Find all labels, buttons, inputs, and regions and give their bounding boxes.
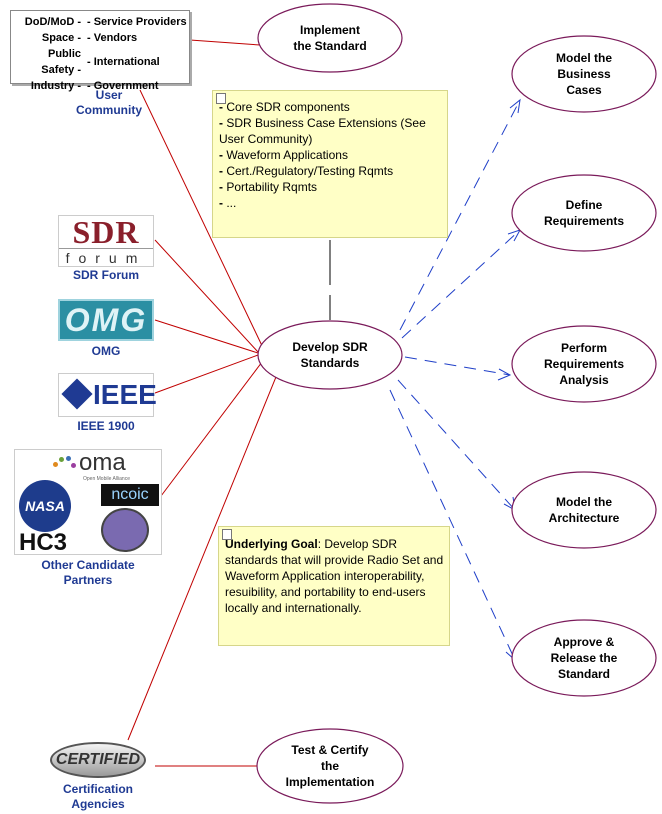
user-community-left: DoD/MoD - <box>24 16 81 28</box>
assoc-user-develop <box>139 89 266 353</box>
use-case-approve[interactable] <box>511 619 657 697</box>
oma-dots-icon <box>53 456 77 472</box>
use-case-test[interactable] <box>256 728 404 804</box>
assoc-user-implement <box>189 39 261 46</box>
omg-logo: OMG <box>58 299 154 341</box>
dep-requirements <box>401 229 521 339</box>
user-community-right: - Vendors <box>87 32 138 44</box>
use-case-label-model-business: Model the <box>556 51 612 65</box>
note-icon <box>216 93 226 104</box>
user-community-row: Public Safety - - International <box>13 46 187 78</box>
assoc-omg-develop <box>154 319 259 354</box>
use-case-label-perform-req: Analysis <box>559 373 609 387</box>
note-underlying-goal: Underlying Goal: Develop SDR standards t… <box>218 526 450 646</box>
note-list-item: SDR Business Case Extensions (See User C… <box>219 115 443 147</box>
use-case-label-implement: the Standard <box>293 39 366 53</box>
ieee-logo: IEEE <box>58 373 157 417</box>
user-community-right: - Service Providers <box>87 16 187 28</box>
user-community-right: - Government <box>87 80 159 92</box>
use-case-label-test: the <box>321 759 339 773</box>
use-case-label-define-req: Define <box>566 198 603 212</box>
partners-logo: oma Open Mobile Alliance NASA ncoic HC3 <box>14 449 162 556</box>
use-case-label-develop: Develop SDR <box>292 340 368 354</box>
use-case-model-business[interactable] <box>511 35 657 113</box>
oma-logo-subtext: Open Mobile Alliance <box>83 476 130 482</box>
note-list-item: Portability Rqmts <box>219 179 443 195</box>
note-standards-scope: Core SDR componentsSDR Business Case Ext… <box>212 90 448 238</box>
note-standards-list: Core SDR componentsSDR Business Case Ext… <box>219 99 443 211</box>
actor-other-partners[interactable]: Other Candidate Partners <box>41 558 135 587</box>
use-case-label-perform-req: Perform <box>561 341 607 355</box>
dep-business <box>399 99 521 331</box>
sdr-forum-logo-subtext: forum <box>59 248 153 267</box>
user-community-left: Space - <box>41 32 81 44</box>
use-case-label-develop: Standards <box>301 356 360 370</box>
use-case-label-approve: Approve & <box>554 635 615 649</box>
use-case-perform-req[interactable] <box>511 325 657 403</box>
note-goal-text: : Develop SDR standards that will provid… <box>225 537 444 615</box>
note-list-item: Core SDR components <box>219 99 443 115</box>
user-community-left: Public Safety - <box>41 48 81 76</box>
use-case-define-req[interactable] <box>511 174 657 252</box>
actor-sdr-forum[interactable]: SDR Forum <box>73 268 139 282</box>
user-community-row: Industry - - Government <box>13 78 187 94</box>
user-community-right: - International <box>87 56 160 68</box>
sdr-forum-logo-text: SDR <box>72 214 140 250</box>
ncoic-logo-text: ncoic <box>111 486 149 503</box>
use-case-model-arch[interactable] <box>511 471 657 549</box>
note-list-item: ... <box>219 195 443 211</box>
use-case-label-model-business: Business <box>557 67 611 81</box>
arrowhead-business <box>509 98 521 114</box>
omg-logo-text: OMG <box>64 302 148 338</box>
ieee-diamond-icon <box>61 378 93 410</box>
assoc-ieee-develop <box>154 354 259 394</box>
arrowhead-analysis <box>497 368 512 381</box>
note-icon <box>222 529 232 540</box>
user-community-row: DoD/MoD - - Service Providers <box>13 14 187 30</box>
oma-logo-text: oma <box>79 449 126 476</box>
use-case-label-implement: Implement <box>300 23 360 37</box>
use-case-label-model-arch: Architecture <box>549 511 620 525</box>
ieee-logo-text: IEEE <box>93 379 157 410</box>
use-case-develop[interactable] <box>257 320 403 390</box>
note-goal-bold: Underlying Goal <box>225 537 318 551</box>
use-case-label-model-business: Cases <box>566 83 602 97</box>
use-case-label-define-req: Requirements <box>544 214 624 228</box>
dep-approve <box>389 389 516 661</box>
use-case-label-perform-req: Requirements <box>544 357 624 371</box>
actor-user-community[interactable]: User Community <box>76 88 142 117</box>
certified-logo-text: CERTIFIED <box>55 751 141 768</box>
actor-omg[interactable]: OMG <box>91 344 121 358</box>
nasa-logo-text: NASA <box>25 498 65 514</box>
use-case-label-approve: Standard <box>558 667 610 681</box>
sdr-forum-logo: SDR forum <box>58 215 154 267</box>
seal-logo <box>101 508 149 552</box>
use-case-label-test: Implementation <box>286 775 375 789</box>
note-list-item: Cert./Regulatory/Testing Rqmts <box>219 163 443 179</box>
user-community-left: Industry - <box>30 80 81 92</box>
assoc-partners-develop <box>157 361 263 501</box>
use-case-implement[interactable] <box>257 3 403 73</box>
user-community-row: Space - - Vendors <box>13 30 187 46</box>
use-case-label-model-arch: Model the <box>556 495 612 509</box>
hc3-logo-text: HC3 <box>19 529 68 556</box>
actor-cert-agencies[interactable]: Certification Agencies <box>62 782 133 811</box>
certified-logo: CERTIFIED <box>50 742 146 778</box>
assoc-cert-develop <box>127 371 279 741</box>
nasa-logo: NASA <box>19 480 71 532</box>
ncoic-logo: ncoic <box>101 484 159 506</box>
actor-ieee[interactable]: IEEE 1900 <box>77 419 135 433</box>
use-case-label-test: Test & Certify <box>291 743 368 757</box>
note-list-item: Waveform Applications <box>219 147 443 163</box>
dep-analysis <box>404 356 511 376</box>
dep-architecture <box>397 379 516 511</box>
use-case-label-approve: Release the <box>551 651 618 665</box>
assoc-sdr-develop <box>154 239 259 353</box>
